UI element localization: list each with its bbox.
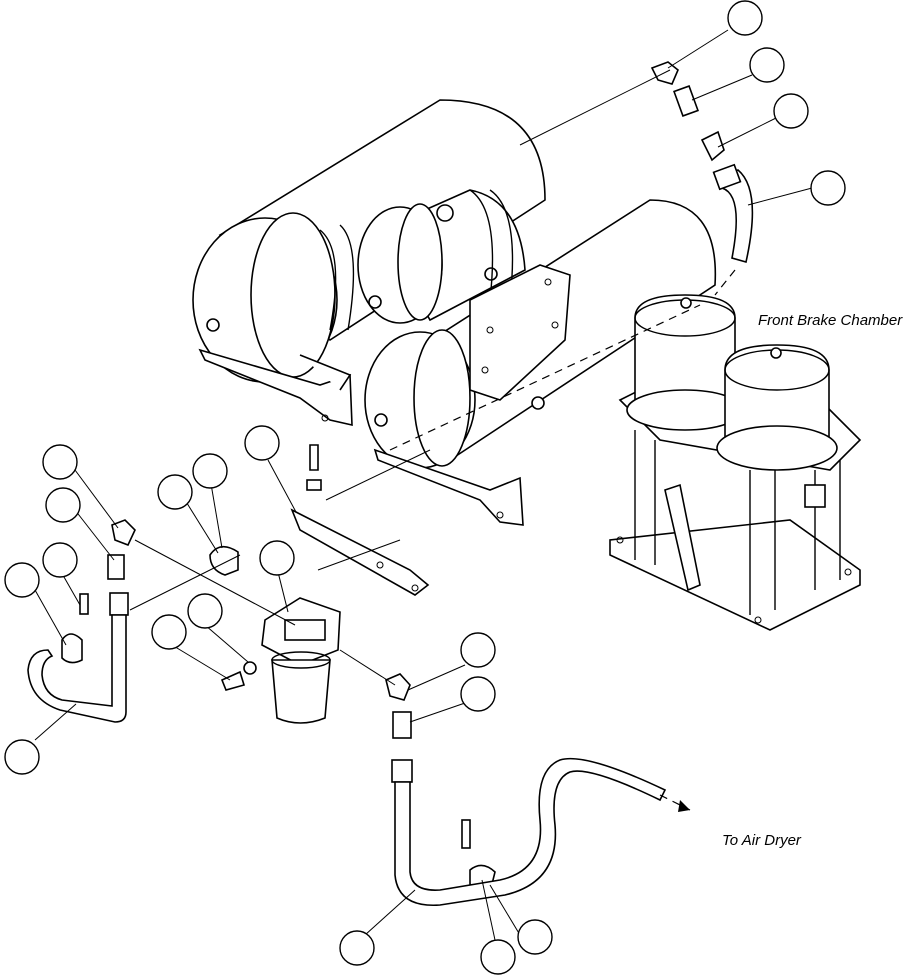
callout-balloon <box>45 487 81 523</box>
callout-balloon <box>157 474 193 510</box>
mounting-bar <box>290 508 430 596</box>
callout-balloon <box>4 739 40 775</box>
leader-lines <box>34 29 813 941</box>
callout-balloon <box>460 676 496 712</box>
callout-balloon <box>244 425 280 461</box>
callout-balloon <box>810 170 846 206</box>
callout-balloon <box>42 444 78 480</box>
to-air-dryer-label: To Air Dryer <box>722 832 802 849</box>
callout-balloon <box>4 562 40 598</box>
hose-dashed-to-chamber <box>389 269 736 451</box>
front-brake-chamber-label: Front Brake Chamber <box>758 312 903 329</box>
callout-balloon <box>749 47 785 83</box>
top-fittings <box>650 61 754 264</box>
callout-balloon <box>192 453 228 489</box>
filter-assembly <box>261 597 341 724</box>
brake-chamber-2 <box>716 344 838 471</box>
callout-balloon <box>480 939 516 975</box>
callout-balloon <box>727 0 763 36</box>
callout-balloon <box>339 930 375 966</box>
brake-chamber-1 <box>626 294 744 431</box>
callout-balloon <box>42 542 78 578</box>
callout-balloons <box>4 0 846 975</box>
callout-balloon <box>517 919 553 955</box>
hose-to-air-dryer <box>394 757 667 907</box>
callout-balloon <box>187 593 223 629</box>
callout-balloon <box>773 93 809 129</box>
left-fittings <box>27 519 136 723</box>
callout-balloon <box>151 614 187 650</box>
bolt-top <box>306 444 322 491</box>
arrow-to-dryer <box>659 794 691 812</box>
air-tank-small <box>357 189 526 324</box>
tank-mounting-plate <box>469 264 571 401</box>
bolt-and-washer <box>220 661 257 691</box>
clamp-mid <box>209 545 239 576</box>
callout-balloon <box>460 632 496 668</box>
callout-balloon <box>259 540 295 576</box>
